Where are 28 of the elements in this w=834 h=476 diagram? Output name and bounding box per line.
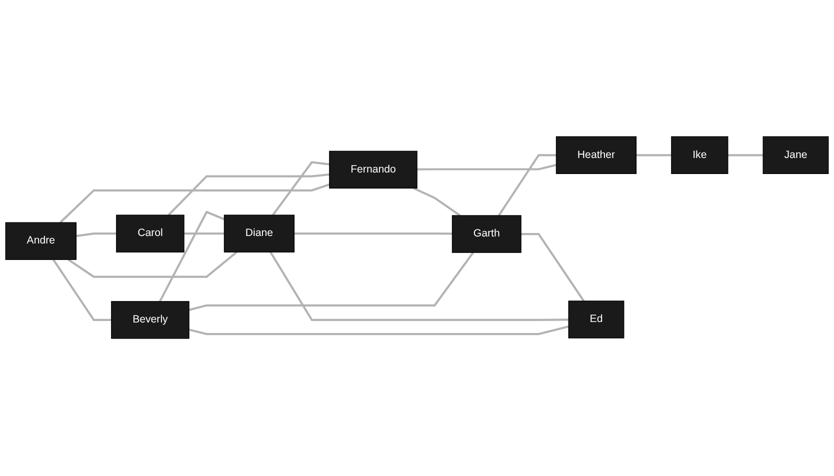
connector bbox=[184, 232, 224, 236]
connector bbox=[417, 164, 557, 171]
connector bbox=[52, 259, 112, 322]
node-box: Jane bbox=[762, 136, 829, 174]
connector bbox=[188, 326, 569, 336]
connector bbox=[294, 232, 452, 236]
node-box: Garth bbox=[452, 216, 522, 254]
node-box: Heather bbox=[556, 136, 637, 174]
node-box: Diane bbox=[224, 215, 295, 253]
connector bbox=[60, 184, 330, 224]
node-box: Ike bbox=[671, 136, 728, 174]
connector bbox=[68, 252, 238, 278]
connector bbox=[498, 154, 556, 217]
connector bbox=[521, 233, 585, 302]
connector bbox=[272, 162, 330, 216]
node-box: Carol bbox=[116, 215, 184, 253]
node-box: Beverly bbox=[111, 302, 190, 340]
connector bbox=[158, 211, 225, 302]
node-box: Ed bbox=[568, 301, 624, 339]
node-box: Andre bbox=[5, 222, 77, 260]
connector bbox=[270, 252, 569, 322]
connector bbox=[636, 154, 672, 157]
connector bbox=[728, 154, 764, 157]
connector bbox=[168, 174, 330, 216]
connector bbox=[188, 252, 474, 312]
connector bbox=[76, 232, 116, 238]
connector bbox=[413, 188, 461, 217]
node-box: Fernando bbox=[329, 151, 418, 189]
